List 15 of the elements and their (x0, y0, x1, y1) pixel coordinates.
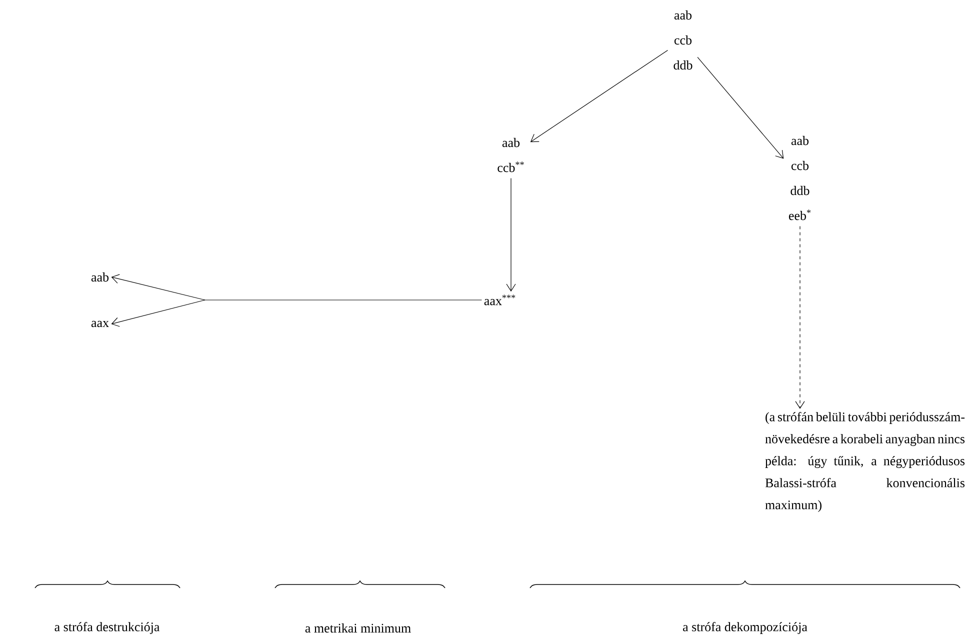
rhyme-scheme: aax (91, 320, 109, 328)
arrow (697, 56, 784, 159)
rhyme-scheme: aab ccb$^{**}$ (498, 138, 524, 172)
rhyme-scheme: aax$^{***}$ (484, 294, 516, 306)
arrow (506, 178, 516, 292)
caption-text: a strófa dekompozíciója (683, 622, 808, 634)
rhyme-scheme: aab ccb ddb (674, 10, 692, 70)
rhyme-scheme: aab ccb ddb eeb$^{*}$ (788, 136, 811, 220)
caption-text: a metrikai minimum (305, 623, 411, 633)
arrow (530, 50, 668, 142)
rhyme-scheme: aab (91, 272, 109, 282)
arrow (795, 226, 805, 409)
note-text: (a strófán belüli további periódusszám-növekedésre a korabeli anyagban nincs példa: úgy tűnik, a négyperiódusos Balassi-strófa konvencionális maximum) (765, 412, 965, 512)
caption-text: a strófa destrukciója (54, 622, 160, 634)
arrow (111, 274, 482, 327)
